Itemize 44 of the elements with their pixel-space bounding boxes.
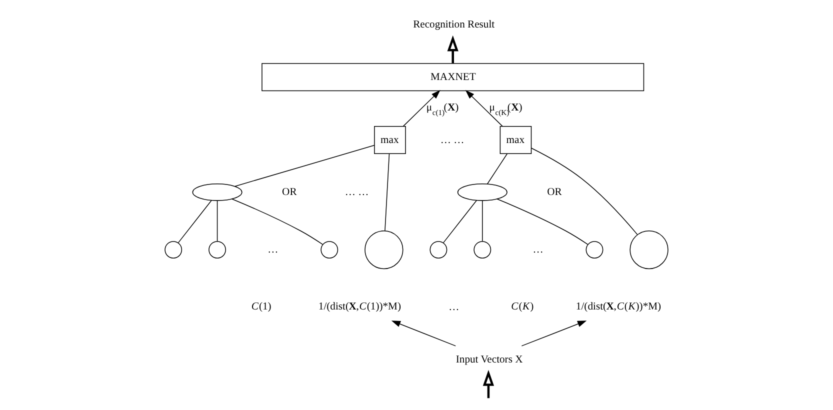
node-circle xyxy=(586,241,604,258)
label: C(K) xyxy=(511,301,534,312)
connector xyxy=(442,200,477,244)
edge-label: μ$_{c(K)}$(X) xyxy=(489,102,522,118)
label: OR xyxy=(282,187,297,198)
node-circle xyxy=(474,241,492,258)
node-box: MAXNET xyxy=(262,63,644,92)
node-ellipse xyxy=(192,184,242,201)
label: C(1) xyxy=(251,301,272,312)
arrow xyxy=(447,35,458,64)
connector xyxy=(216,200,218,242)
arrow xyxy=(465,90,503,127)
connector xyxy=(232,198,324,245)
connector xyxy=(234,144,375,187)
node-circle xyxy=(208,241,226,258)
node-circle xyxy=(430,241,448,258)
connector xyxy=(496,198,588,245)
connector xyxy=(482,200,483,242)
connector xyxy=(486,153,508,184)
label: … xyxy=(268,244,278,256)
arrow xyxy=(391,320,456,346)
arrow xyxy=(482,370,494,398)
label: OR xyxy=(547,187,562,198)
connector xyxy=(384,153,390,232)
node-text: 1/(dist(X,C(K))*M) xyxy=(576,301,662,312)
node-circle xyxy=(364,230,404,270)
arrow xyxy=(402,90,440,127)
node-ellipse xyxy=(457,184,508,201)
node-box: max xyxy=(374,126,406,154)
node-text: Input Vectors X xyxy=(456,354,523,366)
node-circle xyxy=(320,241,338,258)
node-text: Recognition Result xyxy=(413,20,495,31)
node-circle xyxy=(164,241,182,258)
connector xyxy=(178,200,212,244)
node-circle xyxy=(630,230,668,270)
edge-label: μ$_{c(1)}$(X) xyxy=(426,102,459,118)
arrow xyxy=(521,320,587,346)
label: … … xyxy=(344,187,369,198)
node-text: 1/(dist(X,C(1))*M) xyxy=(318,301,402,312)
connector xyxy=(531,148,638,236)
label: … … xyxy=(440,134,464,146)
label: … xyxy=(532,244,544,256)
node-box: max xyxy=(500,126,532,154)
label: … xyxy=(448,302,460,314)
